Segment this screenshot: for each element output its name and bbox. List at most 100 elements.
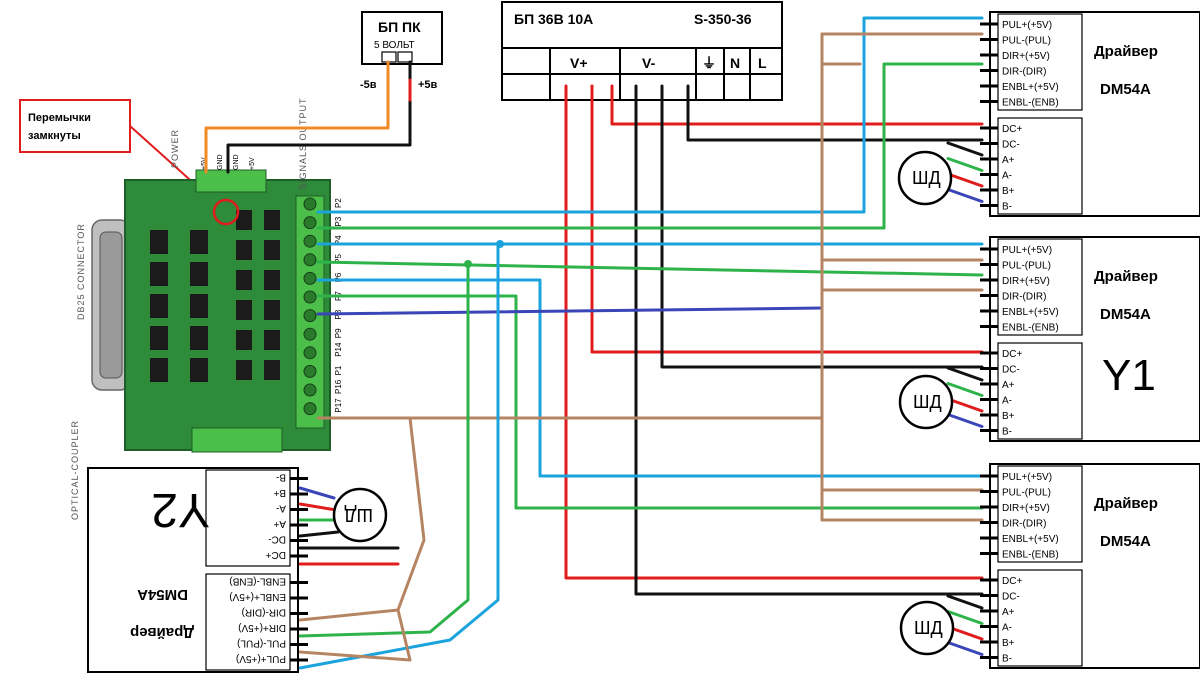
wire-d4-dir xyxy=(298,260,470,638)
psu-pc-plus-label: +5в xyxy=(418,79,438,91)
driver-1: PUL+(+5V)PUL-(PUL)DIR+(+5V)DIR-(DIR)ENBL… xyxy=(980,11,1200,217)
motor-icon xyxy=(332,487,388,543)
driver-signal-label: DIR+(+5V) xyxy=(1002,276,1050,287)
driver-power-label: B- xyxy=(1002,202,1012,213)
driver-signal-label: ENBL+(+5V) xyxy=(1002,307,1059,318)
wire-coil xyxy=(946,641,984,656)
wire-p3-pul xyxy=(316,16,984,214)
psu-pc-subtitle: 5 ВОЛЬТ xyxy=(374,40,415,51)
power-pin-2: GND xyxy=(217,154,224,170)
jumper-callout: Перемычки замкнуты xyxy=(19,99,219,206)
db25-label: DB25 CONNECTOR xyxy=(76,223,86,320)
axis-label-y1: Y1 xyxy=(1102,351,1156,400)
signal-screw xyxy=(303,309,317,323)
driver-name: Драйвер xyxy=(1094,43,1158,60)
wire-coil xyxy=(946,366,984,382)
signal-pin-label: P4 xyxy=(334,235,343,245)
driver-signal-label: DIR+(+5V) xyxy=(1002,503,1050,514)
psu-terminal-n: N xyxy=(730,55,740,71)
wire-coil xyxy=(298,530,340,538)
stepper-motor: ШД xyxy=(898,374,954,430)
driver-power-label: B+ xyxy=(1002,186,1015,197)
callout-line2: замкнуты xyxy=(28,130,81,142)
wires xyxy=(204,16,984,670)
driver-model: DM54A xyxy=(137,586,188,603)
driver-power-label: A- xyxy=(1002,396,1012,407)
psu-pc-title: БП ПК xyxy=(378,19,421,35)
signal-pin-label: P14 xyxy=(334,342,343,357)
wire-coil xyxy=(298,502,338,512)
motor-icon xyxy=(899,600,955,656)
driver-signal-label: PUL-(PUL) xyxy=(1002,488,1051,499)
driver-4: PUL+(+5V)PUL-(PUL)DIR+(+5V)DIR-(DIR)ENBL… xyxy=(87,467,308,673)
driver-power-label: B- xyxy=(1002,654,1012,665)
driver-power-label: A+ xyxy=(1002,155,1015,166)
driver-signal-block xyxy=(997,13,1083,111)
signal-pin-label: P6 xyxy=(334,272,343,282)
driver-signal-label: ENBL+(+5V) xyxy=(1002,534,1059,545)
psu-terminal-l: L xyxy=(758,55,767,71)
axis-label-y2: Y2 xyxy=(151,483,210,536)
signal-pin-label: P9 xyxy=(334,328,343,338)
wire-p4-dir xyxy=(316,62,984,230)
signal-screw xyxy=(303,253,317,267)
driver-signal-label: DIR-(DIR) xyxy=(1002,292,1046,303)
driver-model: DM54A xyxy=(1100,306,1151,323)
psu-36v-title: БП 36В 10А xyxy=(514,11,593,27)
driver-power-block xyxy=(997,342,1083,440)
psu-36v: БП 36В 10А S-350-36 V+ V- ⏚ N L xyxy=(501,1,783,101)
driver-signal-label: DIR-(DIR) xyxy=(242,607,286,618)
driver-signal-block xyxy=(997,238,1083,336)
psu-pc: БП ПК 5 ВОЛЬТ -5в +5в xyxy=(360,11,443,91)
driver-power-label: DC+ xyxy=(1002,349,1022,360)
wire-coil xyxy=(946,172,984,188)
driver-power-label: DC+ xyxy=(1002,124,1022,135)
power-pin-3: GND xyxy=(233,154,240,170)
power-terminal-block xyxy=(195,169,267,193)
psu-terminal-vplus: V+ xyxy=(570,55,588,71)
wire-coil xyxy=(946,397,984,413)
driver-power-label: B- xyxy=(276,472,286,483)
wire-p6-dir xyxy=(316,260,984,277)
signal-screw xyxy=(303,346,317,360)
wire-d4-brown2 xyxy=(298,608,400,622)
psu-terminal-vminus: V- xyxy=(642,55,656,71)
psu-36v-body xyxy=(501,1,783,101)
driver-signal-label: ENBL-(ENB) xyxy=(1002,98,1059,109)
stepper-motor: ШД xyxy=(897,150,953,206)
signal-pin-label: P2 xyxy=(334,198,343,208)
jumper-highlight xyxy=(212,198,240,226)
driver-signal-label: PUL+(+5V) xyxy=(236,653,286,664)
driver-3: PUL+(+5V)PUL-(PUL)DIR+(+5V)DIR-(DIR)ENBL… xyxy=(980,463,1200,669)
driver-power-label: A+ xyxy=(273,518,286,529)
power-pin-4: +5V xyxy=(249,157,256,170)
psu-pc-minus-label: -5в xyxy=(360,79,377,91)
signal-pin-label: P17 xyxy=(334,398,343,413)
coupler-label: OPTICAL-COUPLER xyxy=(70,420,80,520)
driver-signal-label: DIR-(DIR) xyxy=(1002,67,1046,78)
driver-signal-label: PUL-(PUL) xyxy=(237,638,286,649)
driver-power-label: A- xyxy=(276,503,286,514)
wire-p9 xyxy=(316,306,824,316)
driver-model: DM54A xyxy=(1100,533,1151,550)
driver-power-label: A- xyxy=(1002,171,1012,182)
motor-icon xyxy=(897,150,953,206)
driver-model: DM54A xyxy=(1100,81,1151,98)
signal-pin-label: P16 xyxy=(334,379,343,394)
motor-icon xyxy=(898,374,954,430)
driver-signal-label: ENBL-(ENB) xyxy=(1002,550,1059,561)
wire-coil xyxy=(298,486,336,500)
driver-power-label: DC- xyxy=(1002,140,1020,151)
power-label: POWER xyxy=(170,129,180,168)
junction-dot xyxy=(464,260,472,268)
driver-name: Драйвер xyxy=(1094,495,1158,512)
junction-dot xyxy=(496,240,504,248)
driver-power-label: A+ xyxy=(1002,607,1015,618)
driver-power-label: DC+ xyxy=(1002,576,1022,587)
wire-coil xyxy=(946,157,984,172)
driver-signal-label: PUL-(PUL) xyxy=(1002,36,1051,47)
driver-signal-label: ENBL-(ENB) xyxy=(229,576,286,587)
wire-dc-plus-1 xyxy=(610,84,984,126)
driver-power-block xyxy=(997,117,1083,215)
